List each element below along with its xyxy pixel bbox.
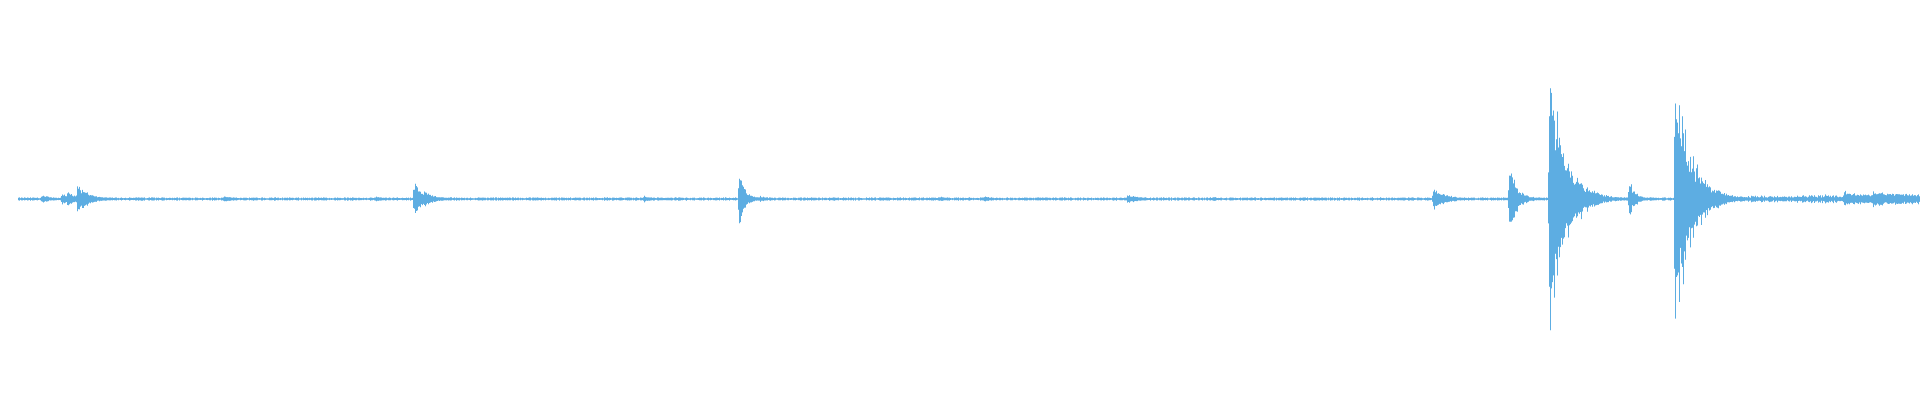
waveform-trace xyxy=(18,88,1920,331)
waveform-bars xyxy=(18,88,1920,331)
